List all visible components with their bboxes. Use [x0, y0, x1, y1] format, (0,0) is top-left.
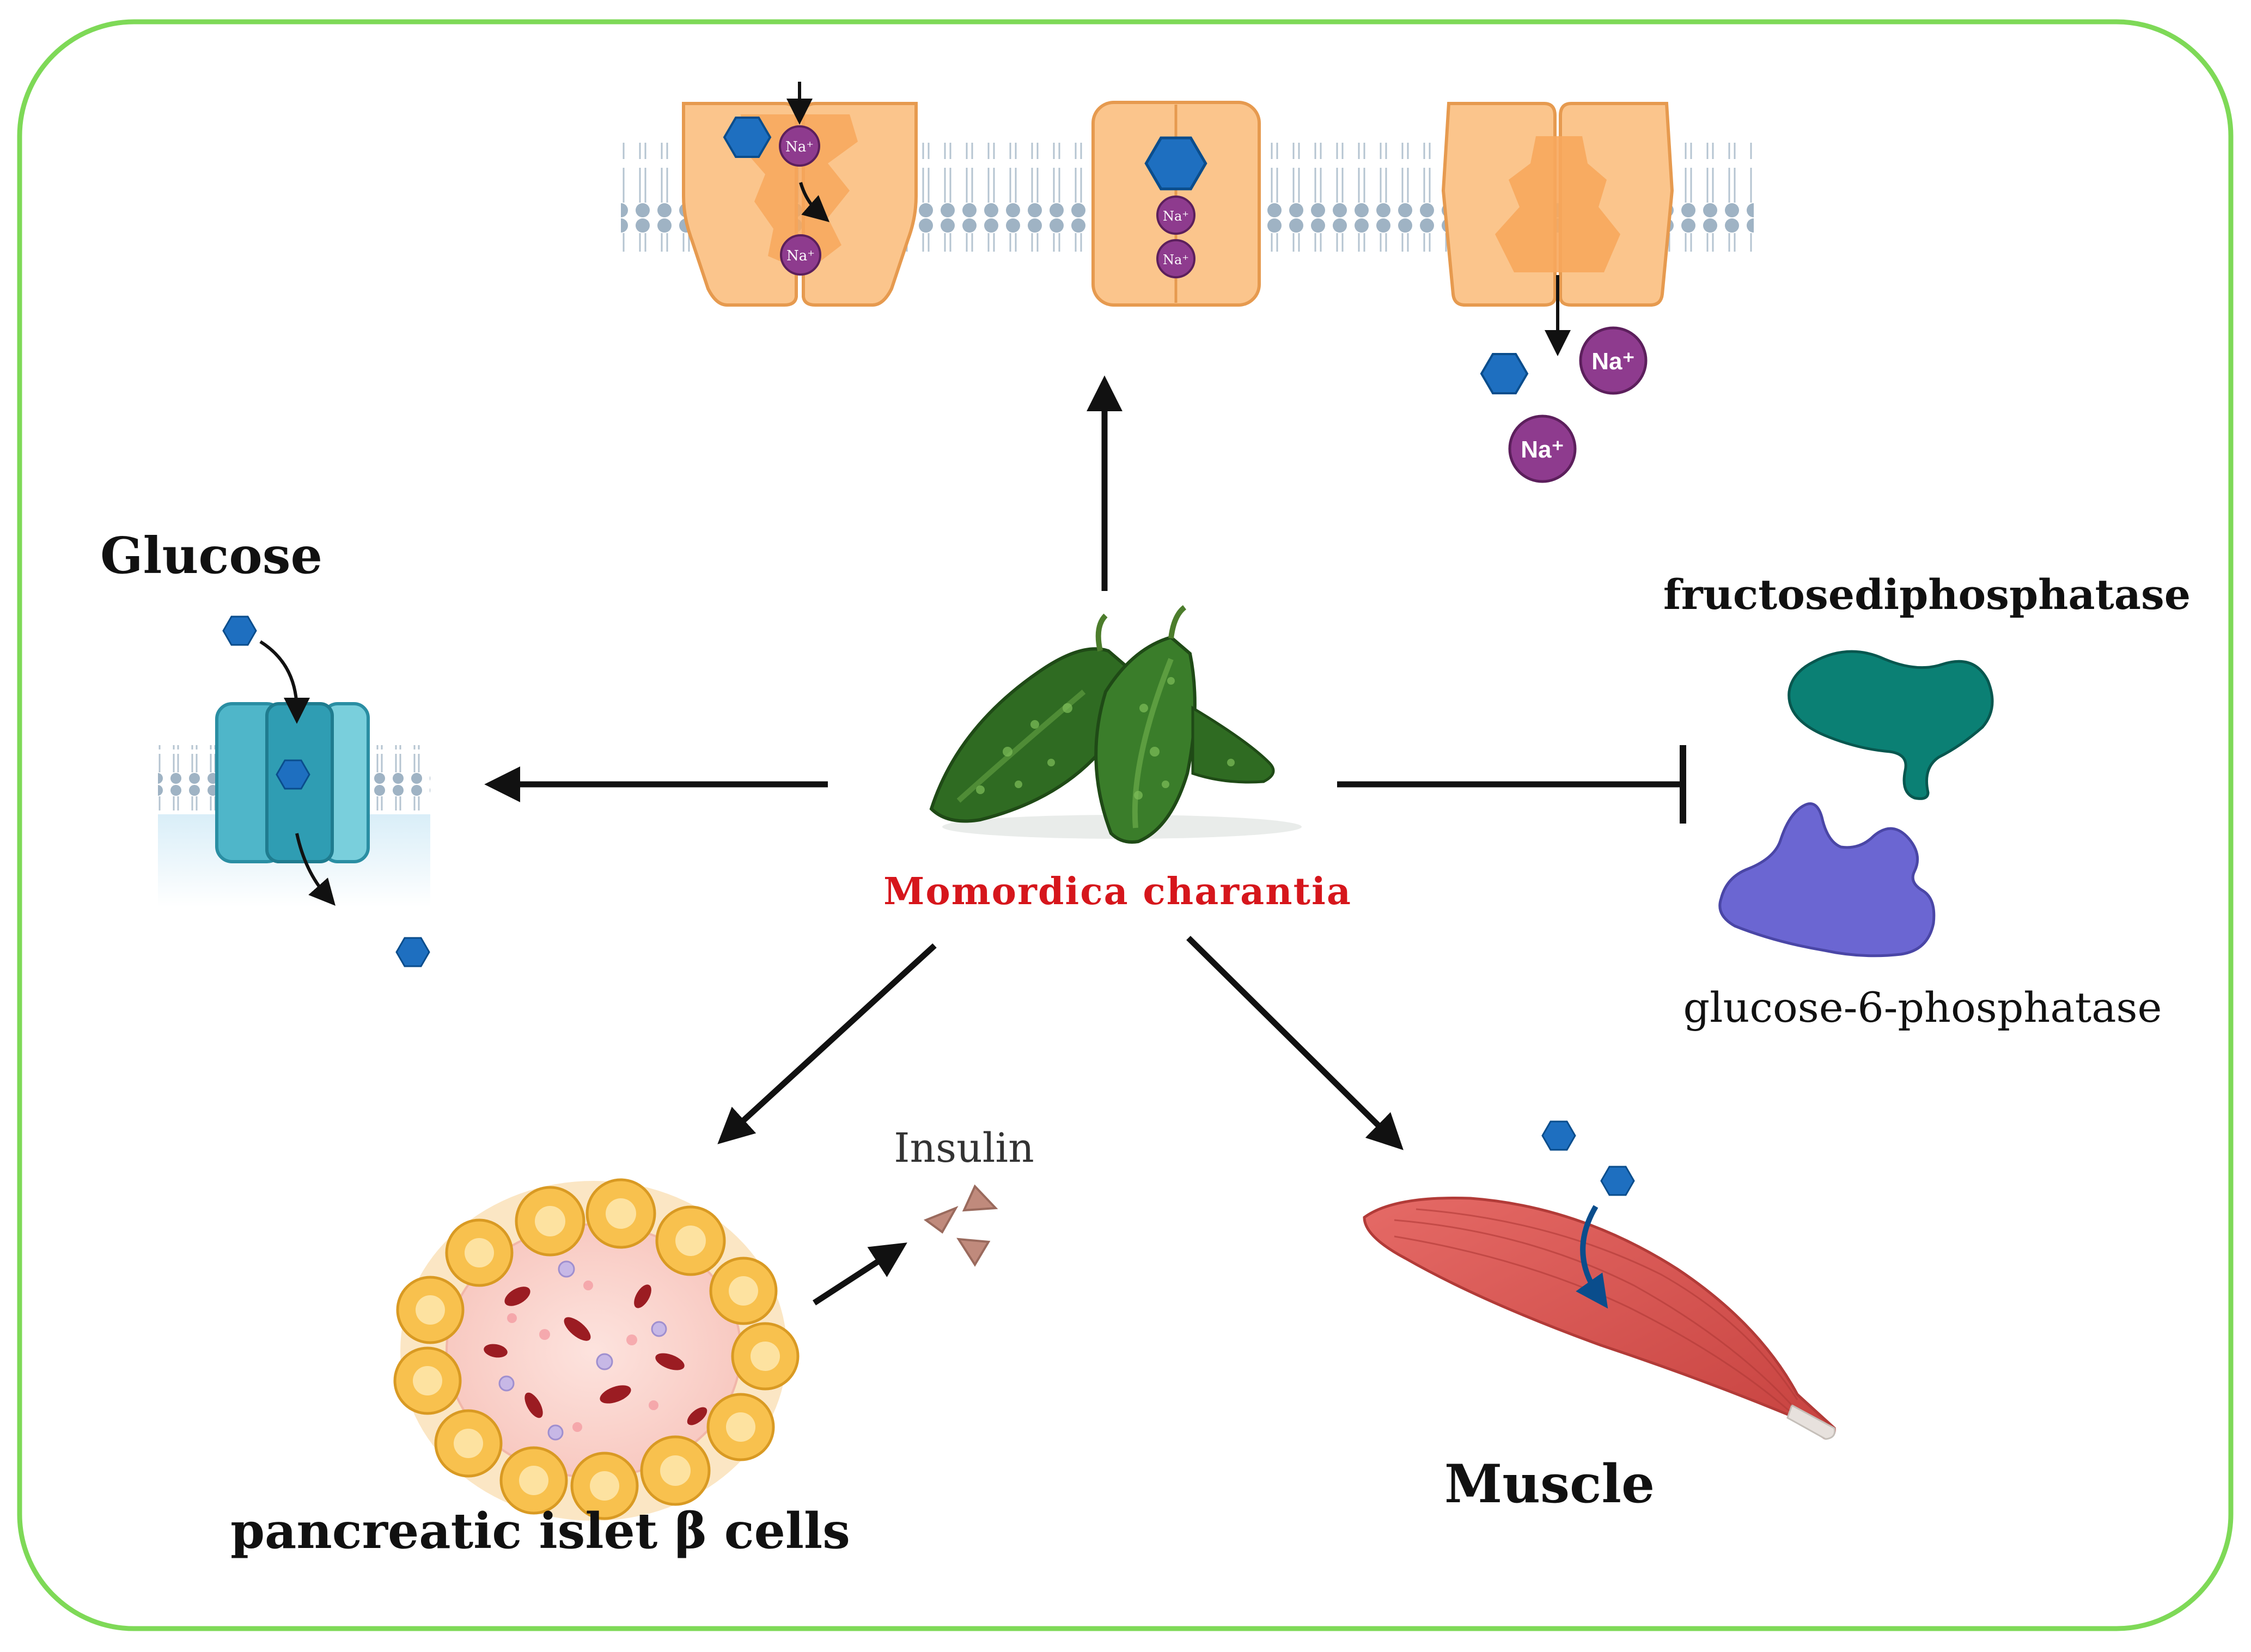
arrow-to-islet — [717, 943, 937, 1144]
arrow-to-insulin — [813, 1242, 907, 1306]
sodium-ion-released: Na⁺ — [1508, 414, 1577, 483]
arrow-to-muscle — [1186, 936, 1404, 1150]
sodium-label: Na⁺ — [1521, 436, 1564, 463]
momordica-charantia-illustration — [929, 605, 1302, 844]
uptake-arrow-in — [259, 640, 310, 724]
sglt-membrane-panel: Na⁺ Na⁺ Na⁺ Na⁺ — [621, 82, 1754, 483]
sodium-label: Na⁺ — [785, 139, 814, 155]
sglt-transporter-3 — [1441, 102, 1674, 356]
sglt-transporter-2: Na⁺ Na⁺ — [1091, 101, 1261, 307]
sodium-label: Na⁺ — [1163, 252, 1189, 267]
sodium-ion: Na⁺ — [1156, 196, 1195, 235]
glut-transporter — [215, 702, 370, 863]
plant-name-label: Momordica charantia — [883, 870, 1352, 913]
inhibition-line — [1337, 745, 1686, 824]
glucose-uptake-arrow — [1576, 1205, 1608, 1309]
translocation-arrow — [799, 182, 830, 222]
enzyme-1-label: fructosediphosphatase — [1663, 570, 2191, 619]
enzyme-2-label: glucose-6-phosphatase — [1683, 983, 2162, 1032]
glucose-molecule — [395, 937, 430, 967]
sodium-ion: Na⁺ — [779, 125, 820, 167]
muscle-illustration — [1363, 1120, 1836, 1440]
glucose-6-phosphatase-shape — [1718, 802, 1936, 958]
pancreatic-islet-illustration — [393, 1178, 800, 1521]
released-glucose — [1480, 353, 1528, 394]
sodium-ion: Na⁺ — [1156, 239, 1195, 278]
sodium-label: Na⁺ — [1591, 348, 1634, 375]
sodium-ion: Na⁺ — [780, 234, 821, 276]
sodium-label: Na⁺ — [1163, 209, 1189, 224]
islet-label: pancreatic islet β cells — [230, 1502, 850, 1560]
enzyme-panel: fructosediphosphatase glucose-6-phosphat… — [1663, 570, 2191, 1032]
muscle-label: Muscle — [1444, 1453, 1655, 1515]
insulin-granules — [923, 1184, 998, 1267]
sodium-ion-released: Na⁺ — [1579, 326, 1648, 395]
glucose-label: Glucose — [100, 526, 322, 585]
glucose-molecule — [222, 615, 257, 646]
glucose-uptake-panel: Glucose — [100, 526, 430, 967]
glucose-molecule — [1600, 1166, 1635, 1196]
uptake-arrow-out — [295, 833, 335, 906]
insulin-label: Insulin — [894, 1125, 1034, 1172]
sglt-transporter-1: Na⁺ Na⁺ — [682, 82, 918, 307]
fructosediphosphatase-shape — [1788, 650, 1994, 800]
sodium-label: Na⁺ — [786, 248, 815, 264]
glucose-molecule — [1541, 1120, 1576, 1151]
